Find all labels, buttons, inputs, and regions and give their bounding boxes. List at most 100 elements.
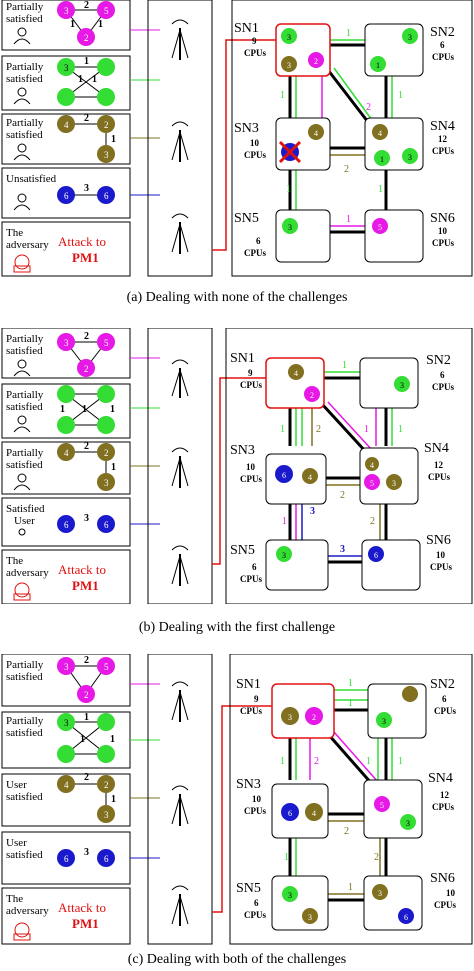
svg-text:1: 1 (280, 90, 285, 101)
svg-text:6: 6 (254, 898, 259, 908)
svg-text:1: 1 (346, 28, 351, 39)
user-request-4: Unsatisfied 6 6 3 (1, 167, 131, 219)
svg-text:adversary: adversary (6, 239, 49, 251)
svg-text:1: 1 (348, 678, 353, 689)
svg-text:3: 3 (408, 33, 412, 42)
svg-text:3: 3 (378, 889, 382, 898)
svg-text:2: 2 (366, 102, 371, 113)
svg-text:1: 1 (398, 756, 403, 767)
svg-text:2: 2 (370, 516, 375, 527)
svg-text:CPUs: CPUs (244, 806, 266, 816)
svg-text:Partially: Partially (6, 389, 44, 401)
hacker-icon (13, 254, 31, 273)
svg-text:PM1: PM1 (72, 578, 99, 593)
svg-text:1: 1 (80, 734, 85, 745)
svg-text:Attack to: Attack to (58, 234, 106, 249)
access-layer (147, 653, 213, 945)
user-request-3: Partially satisfied 4 2 3 2 1 (1, 441, 131, 495)
svg-text:CPUs: CPUs (432, 52, 454, 62)
svg-text:3: 3 (392, 479, 396, 488)
svg-text:2: 2 (104, 780, 109, 790)
svg-text:PM1: PM1 (72, 250, 99, 265)
svg-text:1: 1 (398, 90, 403, 101)
svg-text:1: 1 (78, 74, 83, 85)
svg-text:4: 4 (312, 809, 316, 818)
svg-text:3: 3 (64, 6, 69, 16)
user-icon (13, 27, 31, 45)
svg-text:CPUs: CPUs (244, 48, 266, 58)
svg-text:4: 4 (294, 369, 298, 378)
antenna-icon (171, 545, 189, 586)
substrate-node-sn4: SN4 12 CPUs 5 3 (363, 771, 454, 839)
svg-text:SN2: SN2 (426, 353, 451, 368)
svg-text:5: 5 (380, 801, 384, 810)
svg-text:2: 2 (340, 490, 345, 501)
svg-text:9: 9 (254, 694, 259, 704)
substrate-node-sn6: SN6 10 CPUs 6 (361, 533, 452, 591)
svg-text:4: 4 (64, 448, 69, 458)
svg-text:3: 3 (310, 506, 315, 517)
svg-text:10: 10 (250, 138, 260, 148)
svg-text:2: 2 (312, 713, 316, 722)
svg-text:6: 6 (104, 520, 109, 530)
user-request-1: Partially satisfied 3 5 2 2 1 1 (1, 0, 131, 51)
adversary-box: The adversary Attack to PM1 (1, 887, 131, 945)
svg-text:3: 3 (84, 847, 89, 858)
svg-text:2: 2 (104, 120, 109, 130)
user-icon (13, 473, 31, 491)
substrate-node-sn2: SN2 6 CPUs 3 (359, 353, 454, 409)
svg-text:3: 3 (382, 717, 386, 726)
svg-text:4: 4 (308, 473, 312, 482)
svg-text:6: 6 (440, 370, 445, 380)
svg-text:SN6: SN6 (430, 871, 455, 886)
substrate-node-sn3: SN3 10 CPUs 6 4 (230, 443, 327, 505)
substrate-node-sn1: SN1 9 CPUs 3 2 (236, 677, 335, 739)
svg-text:adversary: adversary (6, 905, 49, 917)
svg-text:1: 1 (376, 61, 380, 70)
svg-text:SN1: SN1 (234, 21, 259, 36)
svg-text:SN5: SN5 (230, 543, 255, 558)
svg-text:CPUs: CPUs (432, 382, 454, 392)
panel-c: Partially satisfied 3 5 2 2 Partially sa… (0, 653, 474, 971)
svg-text:CPUs: CPUs (434, 900, 456, 910)
svg-text:3: 3 (64, 662, 69, 672)
svg-text:satisfied: satisfied (6, 129, 43, 141)
svg-text:10: 10 (246, 462, 256, 472)
substrate-node-sn6: SN6 10 CPUs 5 (364, 209, 455, 263)
svg-text:10: 10 (446, 888, 456, 898)
svg-text:CPUs: CPUs (430, 562, 452, 572)
svg-text:Partially: Partially (6, 61, 44, 73)
svg-text:1: 1 (284, 852, 289, 863)
user-request-1: Partially satisfied 3 5 2 2 (1, 327, 131, 379)
substrate-node-sn5: SN5 6 CPUs 3 (230, 539, 329, 591)
svg-text:1: 1 (348, 882, 353, 893)
svg-text:1: 1 (366, 756, 371, 767)
svg-text:SN2: SN2 (430, 25, 455, 40)
svg-text:2: 2 (314, 57, 318, 66)
user-request-4: Satisfied User 6 6 3 (1, 497, 131, 547)
svg-text:1: 1 (82, 404, 87, 415)
svg-text:10: 10 (436, 550, 446, 560)
svg-text:satisfied: satisfied (6, 345, 43, 357)
svg-text:1: 1 (111, 462, 116, 473)
svg-text:3: 3 (340, 544, 345, 555)
svg-text:3: 3 (84, 183, 89, 194)
vnode (97, 1, 115, 19)
svg-text:4: 4 (314, 129, 318, 138)
svg-text:5: 5 (370, 479, 374, 488)
svg-text:1: 1 (280, 756, 285, 767)
svg-text:2: 2 (344, 826, 349, 837)
access-layer (147, 0, 213, 277)
svg-text:2: 2 (104, 448, 109, 458)
svg-text:satisfied: satisfied (6, 73, 43, 85)
substrate-node-sn6: SN6 10 CPUs 3 6 (363, 871, 456, 931)
svg-text:1: 1 (110, 734, 115, 745)
svg-text:SN5: SN5 (236, 881, 261, 896)
svg-text:CPUs: CPUs (244, 910, 266, 920)
svg-text:1: 1 (342, 360, 347, 371)
svg-text:SN2: SN2 (430, 677, 455, 692)
svg-text:Partially: Partially (6, 333, 44, 345)
svg-text:3: 3 (288, 891, 292, 900)
svg-text:6: 6 (288, 809, 292, 818)
svg-text:1: 1 (84, 56, 89, 67)
